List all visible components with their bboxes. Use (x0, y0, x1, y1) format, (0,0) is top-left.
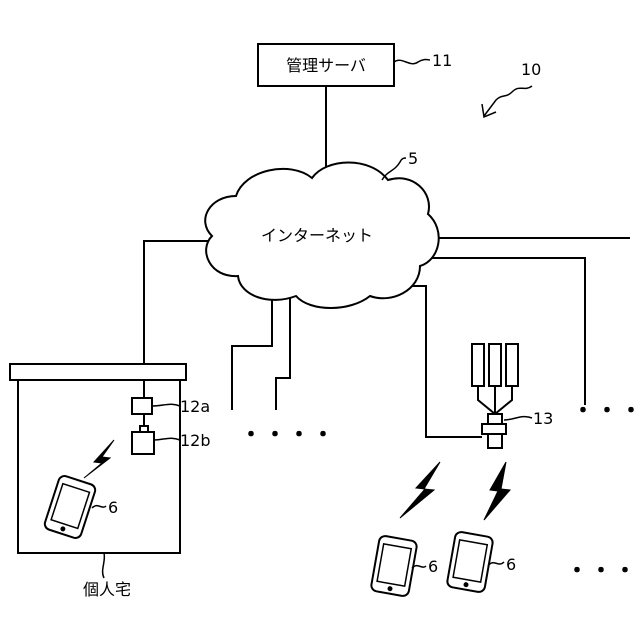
home-phone-icon (43, 474, 96, 539)
phone-1-leader (412, 566, 426, 568)
home-device-12a (132, 398, 152, 414)
management-server: 管理サーバ (258, 44, 394, 86)
wireless-icon-right (484, 462, 510, 520)
base-station-ref: 13 (533, 409, 553, 428)
server-label: 管理サーバ (286, 56, 366, 75)
home-device-12b (132, 426, 154, 454)
ellipsis-center: ・・・・ (240, 423, 336, 448)
device-12a-leader (152, 404, 180, 406)
internet-ref: 5 (408, 149, 418, 168)
internet-cloud: インターネット (205, 163, 439, 309)
home-ref-leader (103, 553, 105, 578)
home-phone-ref: 6 (108, 498, 118, 517)
base-station-icon (472, 344, 518, 448)
ellipsis-right: ・・・・ (572, 399, 640, 424)
phone-icon-2 (446, 531, 493, 593)
phone-2-ref: 6 (506, 555, 516, 574)
device-12b-leader (154, 438, 180, 440)
server-ref: 11 (432, 51, 452, 70)
system-ref-arrow (484, 86, 532, 116)
base-station-leader (504, 417, 532, 420)
device-12a-ref: 12a (180, 397, 210, 416)
system-ref: 10 (521, 60, 541, 79)
phone-1-ref: 6 (428, 557, 438, 576)
home-phone-leader (92, 506, 106, 508)
phone-icon-1 (370, 535, 417, 597)
server-ref-leader (394, 60, 430, 64)
home-wireless-icon (84, 440, 114, 478)
home-label: 個人宅 (83, 580, 131, 599)
internet-label: インターネット (261, 226, 373, 245)
wireless-icon-left (400, 462, 440, 518)
ellipsis-bottom: ・・・・ (566, 559, 640, 584)
device-12b-ref: 12b (180, 431, 211, 450)
phone-2-leader (488, 562, 504, 566)
